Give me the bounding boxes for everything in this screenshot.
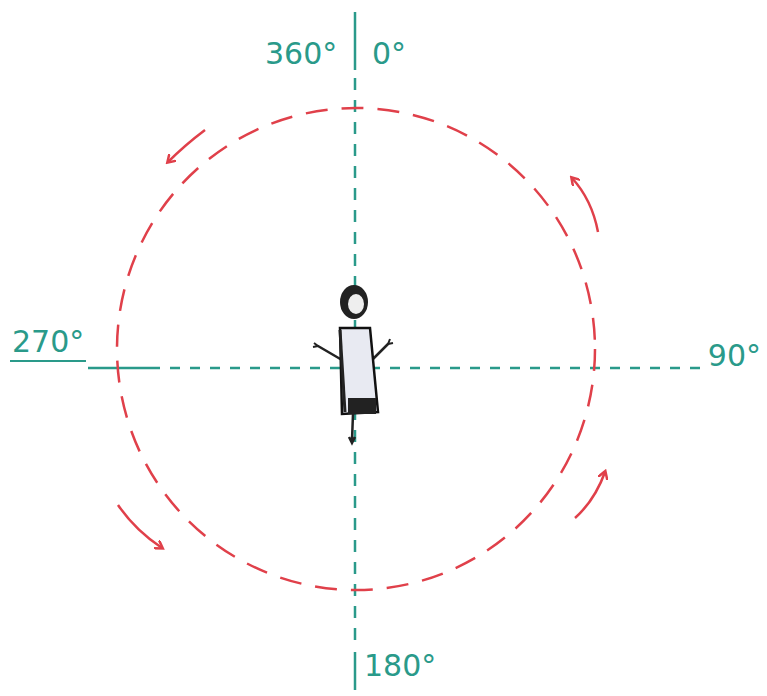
horizontal-axis — [150, 367, 712, 370]
rotation-arrow — [575, 472, 605, 518]
angle-label: 180° — [362, 650, 438, 682]
angle-label: 360° — [263, 38, 339, 70]
rotation-circle — [117, 108, 595, 590]
rotation-arrow — [168, 130, 205, 162]
angle-label: 0° — [370, 38, 408, 70]
axis-tick — [354, 652, 357, 690]
angle-label: 90° — [706, 340, 763, 372]
person-figure — [313, 285, 393, 443]
axis-tick — [354, 12, 357, 70]
angle-label: 270° — [10, 326, 86, 362]
rotation-arrow — [118, 505, 162, 548]
rotation-arrow — [572, 178, 598, 232]
